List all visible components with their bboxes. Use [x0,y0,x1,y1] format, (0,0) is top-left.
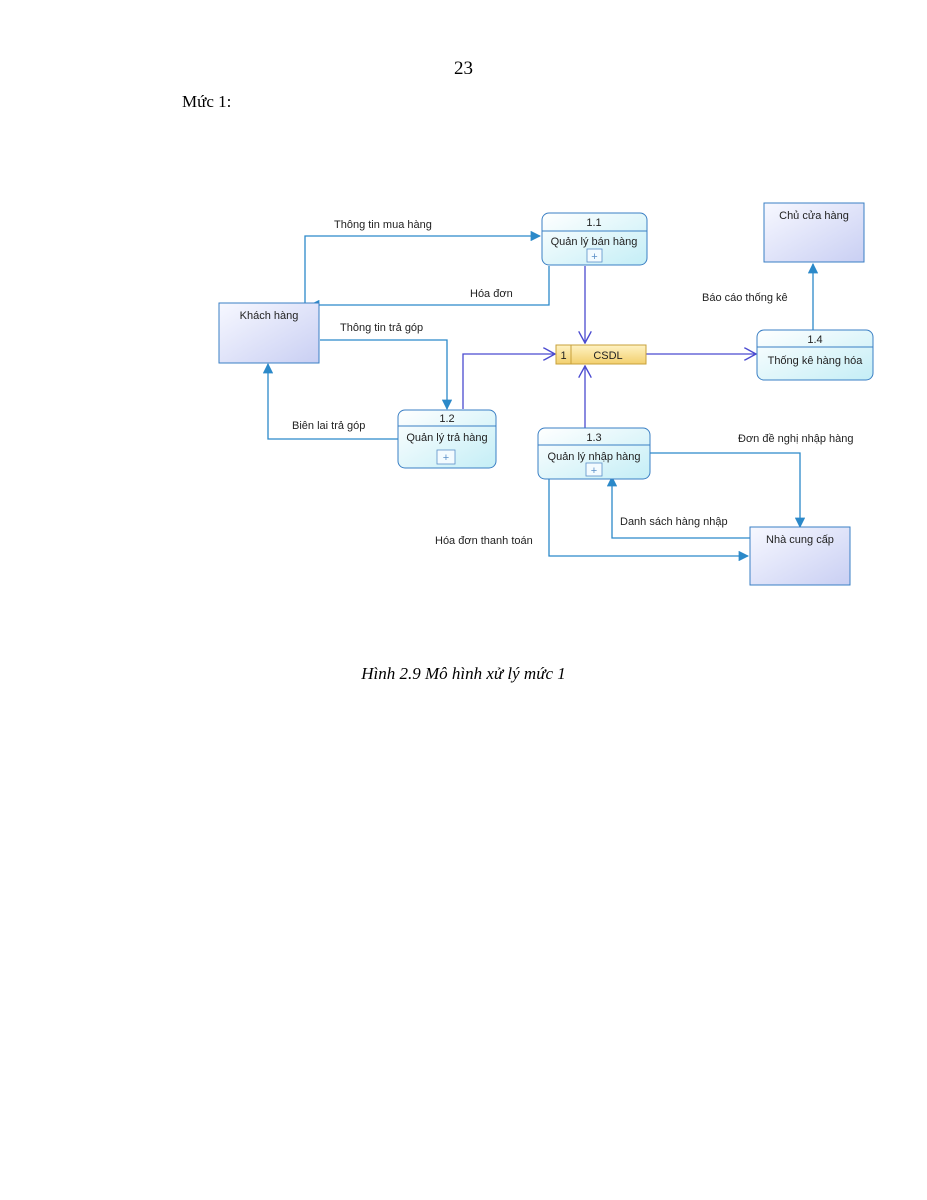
entity-khach-hang-label: Khách hàng [240,310,299,322]
process-1-1-name: Quản lý bán hàng [551,236,638,248]
flow-hoa-don [308,266,550,311]
datastore-csdl: 1 CSDL [555,344,647,365]
label-thong-tin-tra-gop: Thông tin trả góp [340,322,423,334]
entity-chu-cua-hang: Chủ cửa hàng [763,202,865,263]
process-1-4-id: 1.4 [807,334,822,346]
datastore-csdl-id: 1 [560,350,566,362]
entity-chu-cua-hang-label: Chủ cửa hàng [779,210,849,222]
flow-don-de-nghi-nhap-hang [650,452,806,529]
flow-1-2-to-csdl [462,354,555,409]
flow-bien-lai-tra-gop [262,362,398,440]
process-1-2-id: 1.2 [439,413,454,425]
entity-nha-cung-cap: Nhà cung cấp [749,526,851,586]
datastore-csdl-name: CSDL [593,350,622,362]
process-1-2: 1.2 Quản lý trả hàng + [397,409,497,469]
process-1-3: 1.3 Quản lý nhập hàng + [537,427,651,480]
label-don-de-nghi-nhap-hang: Đơn đề nghị nhập hàng [738,433,853,445]
flow-hoa-don-thanh-toan [548,479,750,562]
process-1-2-name: Quản lý trả hàng [406,432,487,444]
flow-thong-tin-tra-gop [320,339,453,411]
plus-icon: + [591,465,597,477]
figure-caption: Hình 2.9 Mô hình xử lý mức 1 [361,664,566,683]
label-hoa-don: Hóa đơn [470,288,513,300]
process-1-1: 1.1 Quản lý bán hàng + [541,212,648,266]
page-number: 23 [454,58,473,79]
label-bao-cao-thong-ke: Báo cáo thống kê [702,292,788,304]
process-1-3-id: 1.3 [586,432,601,444]
process-1-1-id: 1.1 [586,217,601,229]
plus-icon: + [591,251,597,263]
label-hoa-don-thanh-toan: Hóa đơn thanh toán [435,535,533,547]
flow-thong-tin-mua-hang [304,230,542,303]
entity-khach-hang: Khách hàng [218,302,320,364]
entity-nha-cung-cap-label: Nhà cung cấp [766,534,834,546]
section-label: Mức 1: [182,92,232,111]
label-bien-lai-tra-gop: Biên lai trả góp [292,420,365,432]
label-thong-tin-mua-hang: Thông tin mua hàng [334,219,432,231]
process-1-4: 1.4 Thống kê hàng hóa [756,329,874,381]
flow-danh-sach-hang-nhap [606,475,750,539]
process-1-3-name: Quản lý nhập hàng [548,451,641,463]
process-1-4-name: Thống kê hàng hóa [768,355,864,367]
plus-icon: + [443,452,449,464]
label-danh-sach-hang-nhap: Danh sách hàng nhập [620,516,728,528]
